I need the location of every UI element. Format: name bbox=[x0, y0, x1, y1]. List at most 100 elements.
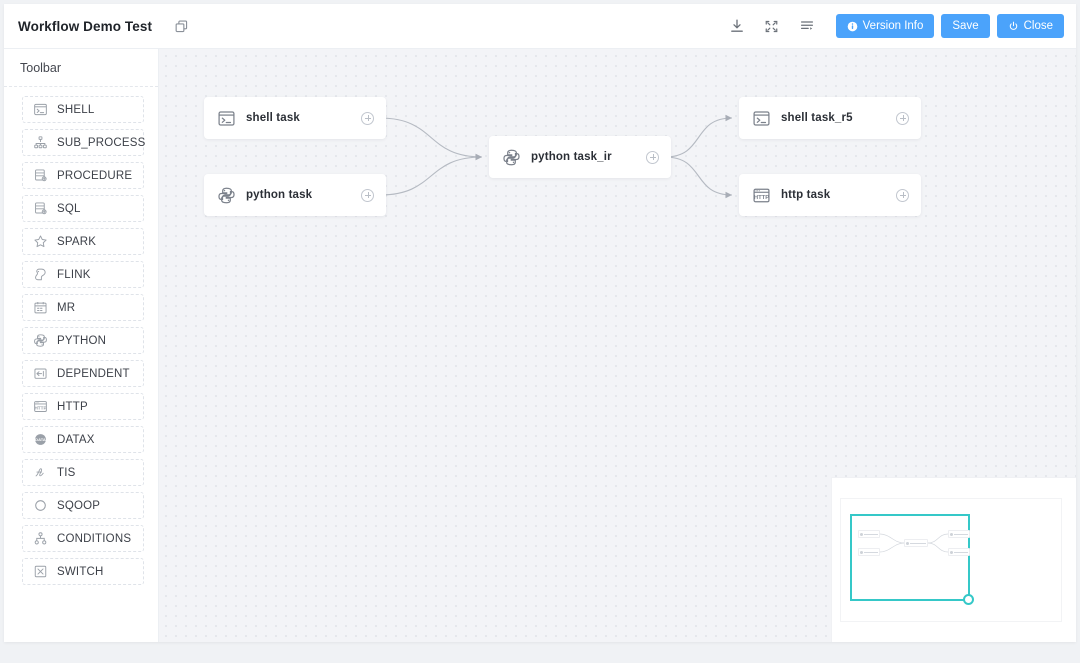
plus-circle-connector-icon[interactable] bbox=[646, 150, 659, 164]
toolbar-item-label: FLINK bbox=[57, 268, 91, 281]
download-icon[interactable] bbox=[724, 13, 750, 39]
database-icon bbox=[32, 201, 48, 217]
star-icon bbox=[32, 234, 48, 250]
switch-icon bbox=[32, 564, 48, 580]
dag-node-n4[interactable]: shell task_r5 bbox=[739, 97, 921, 139]
circle-icon bbox=[32, 498, 48, 514]
save-button[interactable]: Save bbox=[941, 14, 990, 38]
header-bar: Workflow Demo Test bbox=[4, 4, 1076, 49]
minimap-panel[interactable] bbox=[831, 477, 1076, 642]
http-icon: HTTP bbox=[32, 399, 48, 415]
version-info-label: Version Info bbox=[862, 20, 924, 32]
plus-circle-connector-icon[interactable] bbox=[361, 111, 374, 125]
toolbar-item-conditions[interactable]: CONDITIONS bbox=[22, 525, 144, 552]
dag-node-n2[interactable]: python task bbox=[204, 174, 386, 216]
minimap-node bbox=[948, 530, 970, 538]
database-gear-icon bbox=[32, 168, 48, 184]
editor-body: Toolbar SHELL SUB_PROCESS PROCEDURE SQL … bbox=[4, 49, 1076, 642]
toolbar-item-dependent[interactable]: DEPENDENT bbox=[22, 360, 144, 387]
toolbar-item-label: SUB_PROCESS bbox=[57, 136, 146, 149]
dag-node-label: python task_ir bbox=[531, 151, 612, 163]
minimap-edge-layer bbox=[879, 533, 949, 553]
toolbar-item-switch[interactable]: SWITCH bbox=[22, 558, 144, 585]
copy-icon[interactable] bbox=[170, 15, 192, 37]
svg-text:HTTP: HTTP bbox=[34, 405, 46, 410]
toolbar-item-label: SWITCH bbox=[57, 565, 104, 578]
close-button[interactable]: Close bbox=[996, 14, 1064, 38]
toolbar-item-sqoop[interactable]: SQOOP bbox=[22, 492, 144, 519]
toolbar-item-label: SQL bbox=[57, 202, 81, 215]
save-label: Save bbox=[952, 20, 979, 32]
dag-node-label: python task bbox=[246, 189, 313, 201]
dag-edge[interactable] bbox=[379, 117, 483, 161]
toolbar-item-flink[interactable]: FLINK bbox=[22, 261, 144, 288]
toolbar-item-sub_process[interactable]: SUB_PROCESS bbox=[22, 129, 146, 156]
conditions-icon bbox=[32, 531, 48, 547]
toolbar-item-list: SHELL SUB_PROCESS PROCEDURE SQL SPARK FL… bbox=[4, 87, 158, 642]
fullscreen-icon[interactable] bbox=[759, 13, 785, 39]
dag-canvas[interactable]: shell task python task python task_ir sh… bbox=[159, 49, 1076, 642]
plus-circle-connector-icon[interactable] bbox=[896, 188, 909, 202]
dag-node-n1[interactable]: shell task bbox=[204, 97, 386, 139]
toolbar-item-datax[interactable]: DATA DATAX bbox=[22, 426, 144, 453]
toolbar-item-label: SPARK bbox=[57, 235, 97, 248]
python-icon bbox=[216, 185, 236, 205]
minimap-node bbox=[948, 548, 970, 556]
python-icon bbox=[32, 333, 48, 349]
workflow-editor-window: Workflow Demo Test bbox=[4, 4, 1076, 642]
info-circle-icon bbox=[847, 21, 858, 32]
plus-circle-connector-icon[interactable] bbox=[361, 188, 374, 202]
sitemap-icon bbox=[32, 135, 48, 151]
toolbar-item-label: MR bbox=[57, 301, 76, 314]
toolbar-title: Toolbar bbox=[4, 49, 158, 87]
minimap-viewport[interactable] bbox=[850, 514, 974, 605]
format-icon[interactable] bbox=[794, 13, 820, 39]
toolbar-item-tis[interactable]: TIS bbox=[22, 459, 144, 486]
toolbar-item-label: PYTHON bbox=[57, 334, 107, 347]
minimap-content bbox=[840, 498, 1062, 622]
toolbar-item-label: DEPENDENT bbox=[57, 367, 130, 380]
toolbar-item-http[interactable]: HTTP HTTP bbox=[22, 393, 144, 420]
svg-text:HTTP: HTTP bbox=[753, 195, 768, 201]
plus-circle-connector-icon[interactable] bbox=[896, 111, 909, 125]
datax-circle-icon: DATA bbox=[32, 432, 48, 448]
minimap-node bbox=[904, 539, 928, 547]
toolbar-item-label: SHELL bbox=[57, 103, 95, 116]
svg-text:DATA: DATA bbox=[35, 437, 46, 442]
version-info-button[interactable]: Version Info bbox=[835, 14, 935, 38]
dag-edge[interactable] bbox=[379, 153, 483, 196]
toolbar-item-shell[interactable]: SHELL bbox=[22, 96, 144, 123]
dag-node-n5[interactable]: HTTP http task bbox=[739, 174, 921, 216]
power-icon bbox=[1008, 21, 1019, 32]
python-icon bbox=[501, 147, 521, 167]
tis-icon bbox=[32, 465, 48, 481]
dag-node-label: shell task bbox=[246, 112, 300, 124]
close-label: Close bbox=[1023, 20, 1053, 32]
dag-node-label: http task bbox=[781, 189, 831, 201]
toolbar-item-sql[interactable]: SQL bbox=[22, 195, 144, 222]
toolbar-item-label: DATAX bbox=[57, 433, 95, 446]
dag-edge[interactable] bbox=[664, 156, 733, 199]
toolbar-item-label: HTTP bbox=[57, 400, 88, 413]
page-title: Workflow Demo Test bbox=[18, 18, 153, 34]
terminal-icon bbox=[216, 108, 236, 128]
toolbar-sidebar: Toolbar SHELL SUB_PROCESS PROCEDURE SQL … bbox=[4, 49, 159, 642]
squirrel-icon bbox=[32, 267, 48, 283]
toolbar-item-label: PROCEDURE bbox=[57, 169, 133, 182]
dag-edge[interactable] bbox=[664, 114, 733, 158]
terminal-icon bbox=[751, 108, 771, 128]
minimap-resize-handle[interactable] bbox=[963, 594, 974, 605]
dag-node-n3[interactable]: python task_ir bbox=[489, 136, 671, 178]
calendar-icon bbox=[32, 300, 48, 316]
terminal-icon bbox=[32, 102, 48, 118]
toolbar-item-label: SQOOP bbox=[57, 499, 101, 512]
minimap-node bbox=[858, 548, 880, 556]
toolbar-item-label: TIS bbox=[57, 466, 76, 479]
toolbar-item-python[interactable]: PYTHON bbox=[22, 327, 144, 354]
toolbar-item-spark[interactable]: SPARK bbox=[22, 228, 144, 255]
toolbar-item-mr[interactable]: MR bbox=[22, 294, 144, 321]
dag-node-label: shell task_r5 bbox=[781, 112, 853, 124]
toolbar-item-procedure[interactable]: PROCEDURE bbox=[22, 162, 144, 189]
toolbar-item-label: CONDITIONS bbox=[57, 532, 132, 545]
minimap-node bbox=[858, 530, 880, 538]
